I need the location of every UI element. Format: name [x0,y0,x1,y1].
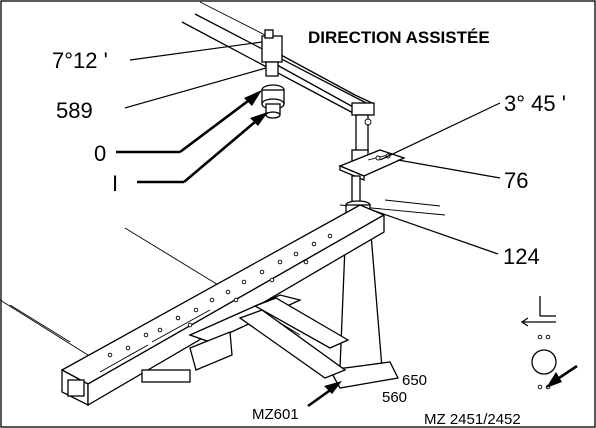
ref-label-mz2451: MZ 2451/2452 [424,411,521,428]
ref-label-0: 0 [94,141,106,166]
cross-frame [141,294,350,383]
angle-label-right: 3° 45 ' [504,91,566,116]
main-beam [60,204,386,407]
leader-lines [116,41,578,408]
ref-label-650: 650 [402,372,427,389]
wheel-circle-icon [531,349,557,375]
beam-holes [107,233,333,358]
angle-label-top: 7°12 ' [52,48,108,73]
ref-label-76: 76 [504,168,528,193]
ref-label-mz601: MZ601 [252,406,299,423]
adapter-stem [265,61,279,77]
adapter-tip [265,111,281,119]
ref-label-I: I [112,171,118,196]
ref-label-560: 560 [382,389,407,406]
diagram-title: DIRECTION ASSISTÉE [308,28,490,47]
cross-frame-diagonal [238,309,347,379]
ref-label-124: 124 [503,244,540,269]
column-base [328,361,399,389]
ref-label-589: 589 [56,98,93,123]
top-adapter [261,29,285,119]
cross-frame-box [189,331,233,371]
orientation-symbol [520,296,557,390]
turn-plate [338,149,406,203]
adapter-clamp [261,35,283,63]
main-beam-side [87,213,385,407]
